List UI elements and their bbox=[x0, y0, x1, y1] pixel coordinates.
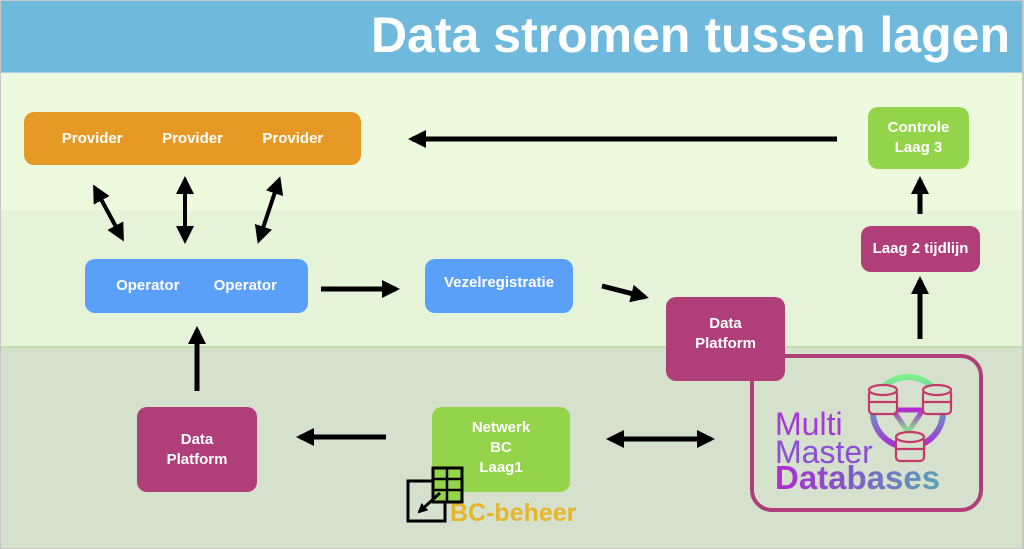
netwerk-label: Netwerk bbox=[471, 418, 531, 436]
database-cluster-icon bbox=[867, 374, 953, 463]
data-platform-label: Data bbox=[709, 315, 742, 332]
multi-master-label: Master bbox=[775, 434, 873, 470]
controle-label: Controle bbox=[887, 119, 950, 136]
vezelregistratie-label: Vezelregistratie bbox=[443, 274, 555, 291]
netwerk-bc-laag1-box[interactable]: Netwerk BC Laag1 bbox=[432, 407, 570, 492]
provider-group[interactable]: Provider Provider Provider bbox=[24, 112, 361, 165]
arrow-provider-operator-1 bbox=[93, 184, 124, 242]
header-bar: Data stromen tussen lagen bbox=[1, 1, 1022, 73]
multi-master-label: Multi bbox=[775, 406, 843, 442]
data-platform-left-box[interactable]: Data Platform bbox=[137, 407, 257, 492]
operator-label: Operator bbox=[116, 277, 180, 294]
data-platform-label: Data bbox=[180, 430, 214, 448]
laag3-label: Laag 3 bbox=[894, 139, 943, 156]
bc-beheer-label: BC-beheer bbox=[450, 499, 577, 527]
controle-laag3-box[interactable]: Controle Laag 3 bbox=[868, 107, 969, 169]
multi-master-databases-frame[interactable] bbox=[750, 354, 983, 512]
diagram-title: Data stromen tussen lagen bbox=[370, 7, 1010, 63]
arrow-vezel-to-platform bbox=[601, 283, 649, 303]
arrow-provider-operator-3 bbox=[254, 176, 284, 244]
database-icon bbox=[921, 383, 953, 416]
provider-label: Provider bbox=[61, 129, 123, 147]
laag1-label: Laag1 bbox=[479, 458, 523, 476]
provider-label: Provider bbox=[162, 129, 223, 147]
export-table-icon bbox=[406, 466, 464, 523]
operator-group[interactable]: Operator Operator bbox=[85, 259, 308, 313]
database-icon bbox=[867, 383, 899, 416]
data-platform-right-box[interactable]: Data Platform bbox=[666, 297, 785, 381]
provider-label: Provider bbox=[262, 129, 324, 147]
bc-label: BC bbox=[490, 438, 512, 456]
vezelregistratie-box[interactable]: Vezelregistratie bbox=[425, 259, 573, 313]
databases-label: Databases bbox=[775, 459, 941, 496]
operator-label: Operator bbox=[213, 277, 277, 294]
laag2-label: Laag 2 tijdlijn bbox=[872, 240, 969, 257]
data-platform-label: Platform bbox=[166, 450, 228, 468]
data-platform-label: Platform bbox=[695, 335, 756, 352]
laag2-tijdlijn-box[interactable]: Laag 2 tijdlijn bbox=[861, 226, 980, 272]
database-icon bbox=[894, 430, 926, 463]
